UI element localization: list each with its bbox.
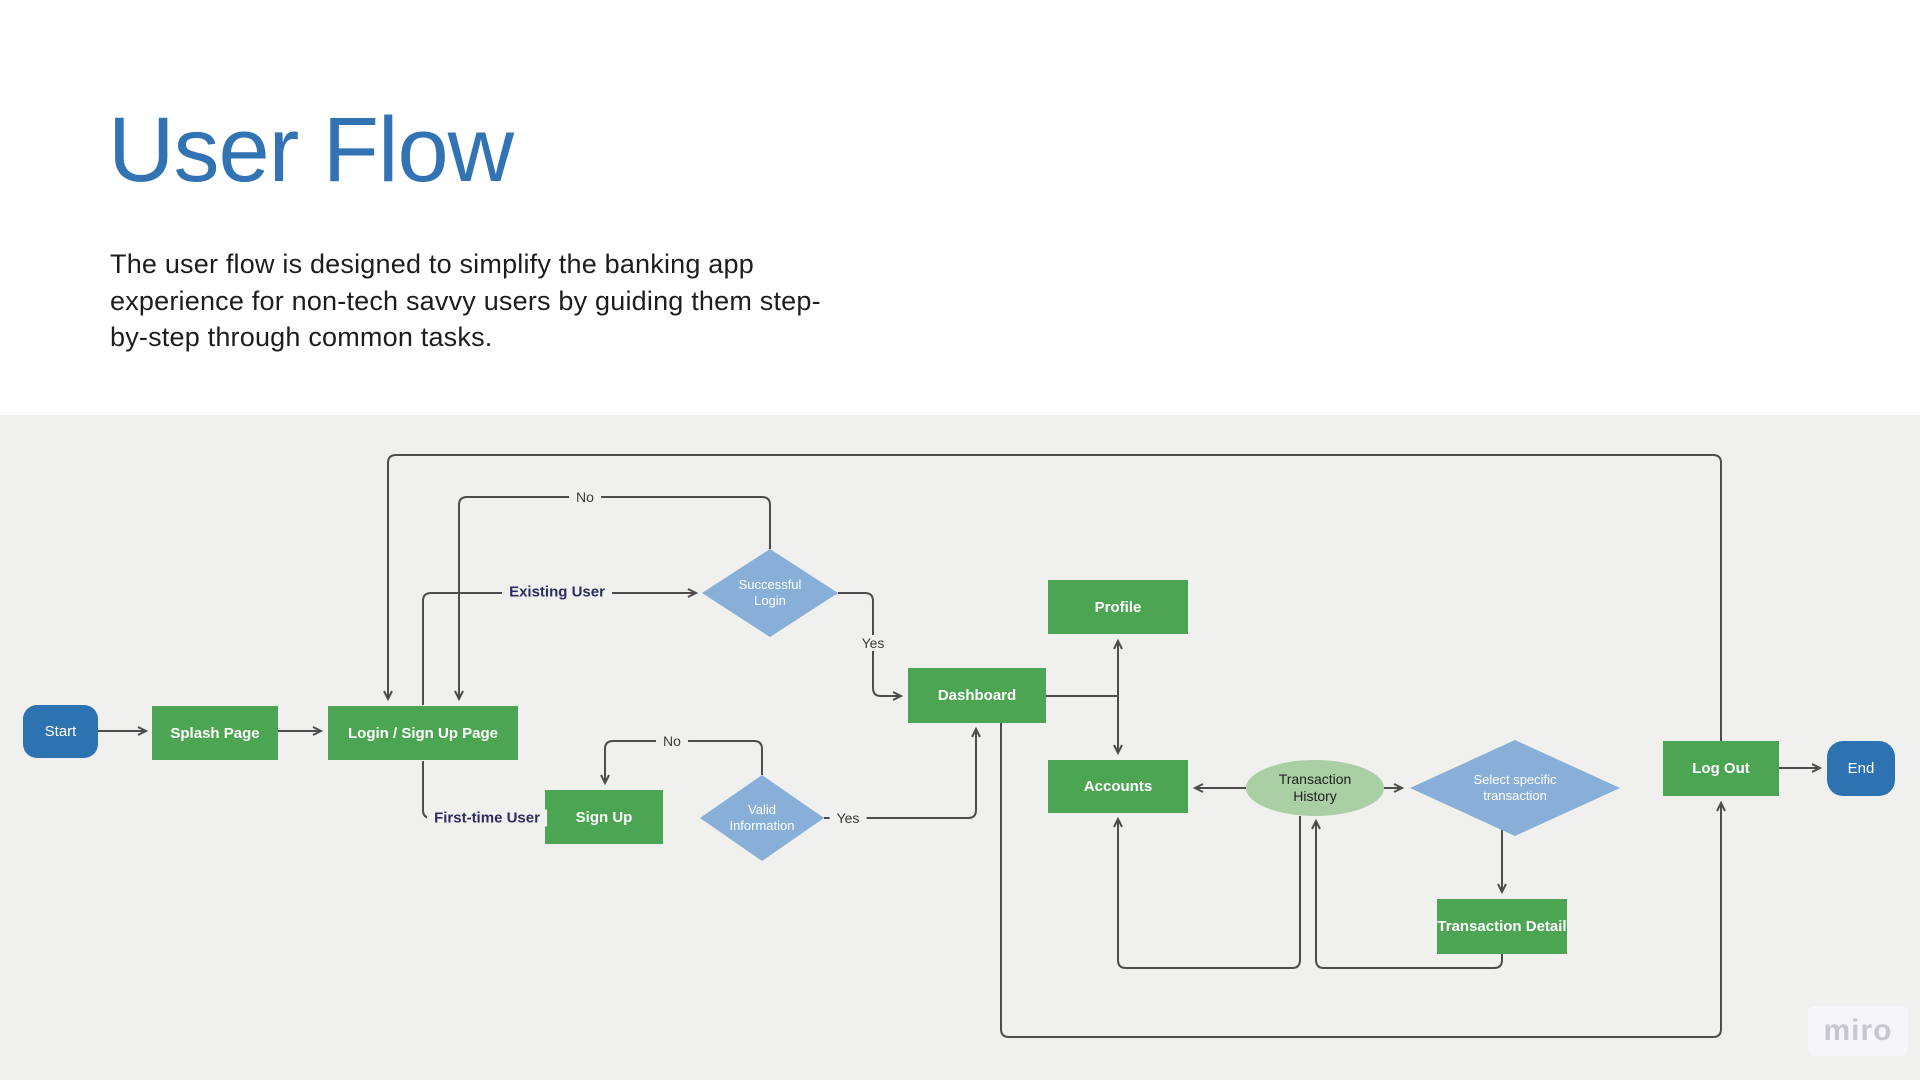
node-end-label: End <box>1847 760 1875 777</box>
page-description: The user flow is designed to simplify th… <box>110 249 821 353</box>
node-accounts[interactable]: Accounts <box>1048 760 1188 813</box>
edge-label-yes-valid: Yes <box>829 810 867 826</box>
node-profile[interactable]: Profile <box>1048 580 1188 634</box>
diamond-shape <box>702 549 838 637</box>
node-login-signup-label: Login / Sign Up Page <box>348 724 498 742</box>
node-successful-login[interactable]: Successful Login <box>702 549 838 637</box>
node-start[interactable]: Start <box>23 705 98 758</box>
node-sign-up-label: Sign Up <box>575 808 633 826</box>
node-valid-information[interactable]: Valid Information <box>700 775 824 861</box>
node-log-out-label: Log Out <box>1692 760 1750 777</box>
node-dashboard[interactable]: Dashboard <box>908 668 1046 723</box>
node-select-transaction-label: Select specific transaction <box>1473 771 1557 803</box>
edge-label-no-valid: No <box>656 733 688 749</box>
miro-watermark[interactable]: miro <box>1808 1006 1908 1056</box>
node-splash-page[interactable]: Splash Page <box>152 706 278 760</box>
node-select-transaction[interactable]: Select specific transaction <box>1410 740 1620 836</box>
edge-label-existing-user: Existing User <box>502 583 612 601</box>
node-accounts-label: Accounts <box>1083 778 1153 795</box>
node-transaction-detail-label: Transaction Detail <box>1437 918 1567 935</box>
node-dashboard-label: Dashboard <box>937 687 1017 704</box>
node-transaction-history[interactable]: Transaction History <box>1246 760 1384 816</box>
edge-label-no-login: No <box>569 489 601 505</box>
node-log-out[interactable]: Log Out <box>1663 741 1779 796</box>
diamond-shape <box>1410 740 1620 836</box>
node-end[interactable]: End <box>1827 741 1895 796</box>
node-login-signup-page[interactable]: Login / Sign Up Page <box>328 706 518 760</box>
page-title: User Flow <box>108 99 514 201</box>
edge-label-yes-login: Yes <box>854 635 892 651</box>
node-profile-label: Profile <box>1094 598 1142 616</box>
node-splash-page-label: Splash Page <box>170 724 260 742</box>
node-transaction-history-label: Transaction History <box>1278 770 1352 805</box>
node-start-label: Start <box>44 723 77 740</box>
node-successful-login-label: Successful Login <box>738 576 802 608</box>
node-transaction-detail[interactable]: Transaction Detail <box>1437 899 1567 954</box>
flowchart-panel <box>0 415 1920 1080</box>
node-sign-up[interactable]: Sign Up <box>545 790 663 844</box>
node-valid-information-label: Valid Information <box>729 801 795 833</box>
diamond-shape <box>700 775 824 861</box>
edge-label-first-time-user: First-time User <box>427 809 547 827</box>
